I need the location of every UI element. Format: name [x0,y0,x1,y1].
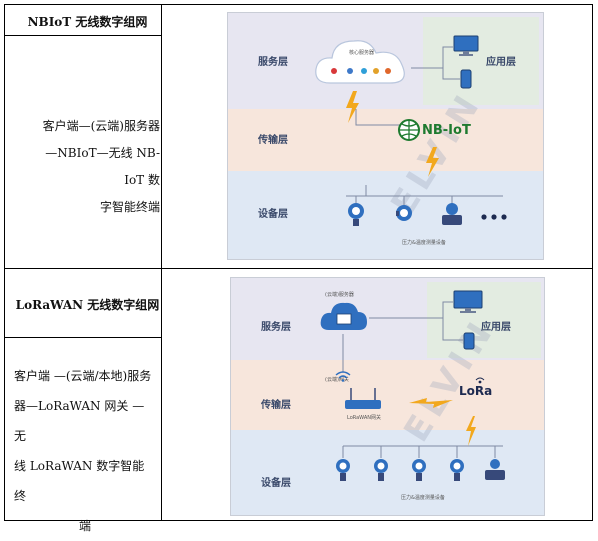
cloud-server-label: 核心服务器 [349,50,375,56]
table-border-right [592,4,593,521]
nbiot-architecture-diagram: ELVIN 服务层 应用层 传输层 设备层 核心服务器 NB-IoT [227,12,544,260]
phone-icon [463,332,475,350]
server-label: (云端)服务器 [325,292,354,298]
device-icons [348,203,507,226]
device-band [228,171,543,259]
layer-label-service: 服务层 [261,322,291,333]
layer-label-application: 应用层 [486,57,516,68]
lightning-icon [409,398,453,408]
table-border-left [4,4,5,521]
gateway-label: LoRaWAN网关 [347,415,382,421]
table-border-bottom [4,520,593,521]
table-column-divider [161,4,162,521]
application-band [427,282,541,358]
pressure-transmitter-icon [374,459,388,481]
devices-caption: 压力&温度测量设备 [401,495,445,501]
monitor-icon [453,290,483,313]
phone-icon [460,69,472,89]
lora-logo-text: LoRa [459,384,493,398]
row1-description: 客户端—(云端)服务器 —NBIoT—无线 NB-IoT 数 字智能终端 [30,113,160,221]
lightning-icon [466,416,476,446]
connector-lines [346,46,503,207]
pressure-transmitter-icon [396,205,412,221]
row2-title-divider [4,337,162,338]
layer-label-service: 服务层 [258,57,288,68]
cloud-server-icon [320,302,367,330]
pressure-transmitter-icon [348,203,364,226]
layer-label-device: 设备层 [261,478,291,489]
globe-icon [398,119,420,141]
gateway-icon [345,388,381,409]
transport-band [228,109,543,171]
connector-lines [342,301,503,458]
more-dot-icon [491,214,497,220]
row2-title: LoRaWAN 无线数字组网 [15,298,160,312]
row2-desc-line-4: 端 [79,519,92,533]
monitor-icon [453,35,479,56]
flow-meter-icon [442,203,462,225]
nbiot-logo-text: NB-IoT [422,123,471,138]
gateway-top-label: (云端)网关 [325,377,349,383]
row1-title: NBIoT 无线数字组网 [27,15,148,29]
application-band [423,17,539,105]
row-divider [4,268,593,269]
row2-desc-line-2: 器—LoRaWAN 网关 —无 [14,399,145,443]
layer-label-application: 应用层 [481,322,511,333]
transport-band [231,360,544,430]
document-table: NBIoT 无线数字组网 客户端—(云端)服务器 —NBIoT—无线 NB-Io… [4,4,593,533]
pressure-transmitter-icon [336,459,350,481]
more-dot-icon [501,214,507,220]
antenna-signal-icon [475,377,485,384]
row2-description: 客户端 —(云端/本地)服务 器—LoRaWAN 网关 —无 线 LoRaWAN… [14,361,156,541]
layer-label-transport: 传输层 [258,135,288,146]
lightning-icon [346,91,359,123]
cloud-server-icon [315,40,405,84]
more-dot-icon [481,214,487,220]
wifi-icon [335,371,351,382]
devices-caption: 压力&温度测量设备 [402,240,446,246]
row1-desc-line-3: 字智能终端 [99,200,160,214]
row2-desc-line-1: 客户端 —(云端/本地)服务 [14,369,152,383]
layer-label-transport: 传输层 [261,400,291,411]
pressure-transmitter-icon [450,459,464,481]
flow-meter-icon [485,459,505,480]
device-icons [336,459,505,481]
table-border-top [4,4,593,5]
layer-label-device: 设备层 [258,209,288,220]
pressure-transmitter-icon [412,459,426,481]
row1-desc-line-2: —NBIoT—无线 NB-IoT 数 [45,146,160,187]
row1-title-divider [4,35,162,36]
row1-desc-line-1: 客户端—(云端)服务器 [42,119,160,133]
lightning-icon [426,147,439,177]
row2-desc-line-3: 线 LoRaWAN 数字智能终 [14,459,145,503]
lorawan-architecture-diagram: ELVIN 服务层 应用层 传输层 设备层 (云端)服务器 (云端)网关 LoR… [230,277,545,516]
